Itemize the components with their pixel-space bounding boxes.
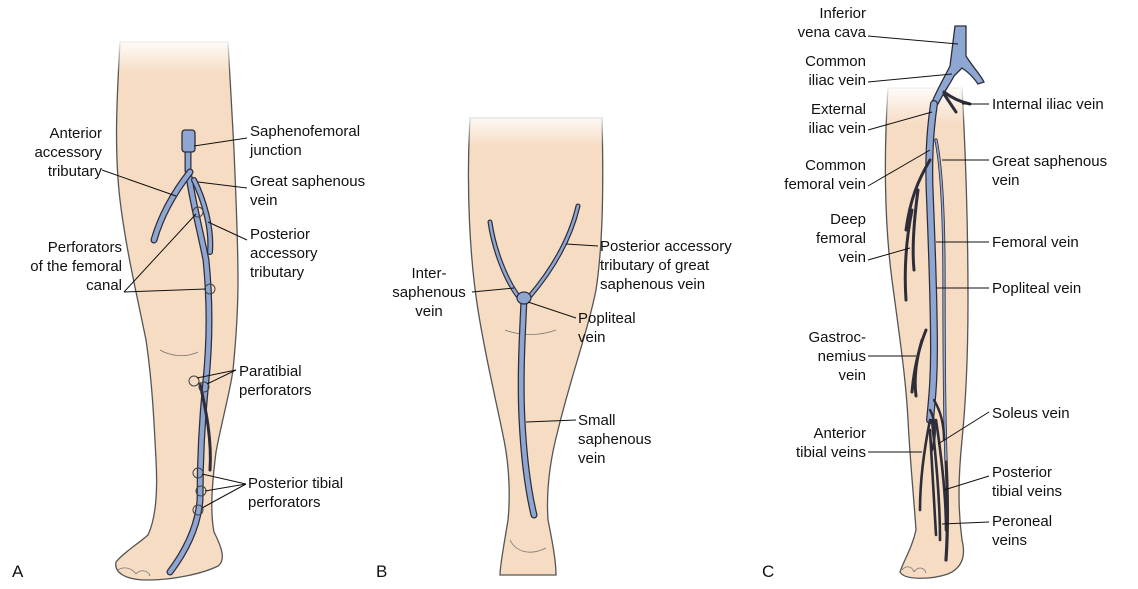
label-great-saphenous-vein-a: Great saphenous vein <box>250 172 365 210</box>
panel-a-top-fade <box>110 38 240 140</box>
label-saphenofemoral-junction: Saphenofemoral junction <box>250 122 360 160</box>
label-posterior-accessory-tributary: Posterior accessory tributary <box>250 225 318 282</box>
label-soleus-vein: Soleus vein <box>992 404 1070 423</box>
panel-letter-a: A <box>12 562 23 582</box>
label-small-saphenous-vein: Small saphenous vein <box>578 411 651 468</box>
label-gastrocnemius-vein: Gastroc- nemius vein <box>766 328 866 385</box>
label-anterior-accessory-tributary: Anterior accessory tributary <box>28 124 102 181</box>
label-posterior-tibial-veins: Posterior tibial veins <box>992 463 1062 501</box>
label-posterior-accessory-tributary-gsv: Posterior accessory tributary of great s… <box>600 237 732 294</box>
label-posterior-tibial-perforators: Posterior tibial perforators <box>248 474 343 512</box>
label-popliteal-vein-b: Popliteal vein <box>578 309 636 347</box>
label-intersaphenous-vein: Inter- saphenous vein <box>388 264 470 321</box>
label-popliteal-vein-c: Popliteal vein <box>992 279 1081 298</box>
label-common-iliac-vein: Common iliac vein <box>766 52 866 90</box>
label-external-iliac-vein: External iliac vein <box>766 100 866 138</box>
label-femoral-vein: Femoral vein <box>992 233 1079 252</box>
label-inferior-vena-cava: Inferior vena cava <box>766 4 866 42</box>
label-internal-iliac-vein: Internal iliac vein <box>992 95 1104 114</box>
panel-c-leg <box>868 26 989 578</box>
label-perforators-femoral-canal: Perforators of the femoral canal <box>4 238 122 295</box>
panel-letter-b: B <box>376 562 387 582</box>
label-deep-femoral-vein: Deep femoral vein <box>766 210 866 267</box>
label-peroneal-veins: Peroneal veins <box>992 512 1052 550</box>
label-great-saphenous-vein-c: Great saphenous vein <box>992 152 1107 190</box>
panel-letter-c: C <box>762 562 774 582</box>
label-common-femoral-vein: Common femoral vein <box>756 156 866 194</box>
label-paratibial-perforators: Paratibial perforators <box>239 362 312 400</box>
panel-a-leg <box>102 38 247 580</box>
label-anterior-tibial-veins: Anterior tibial veins <box>766 424 866 462</box>
panel-a-junction <box>182 130 195 152</box>
